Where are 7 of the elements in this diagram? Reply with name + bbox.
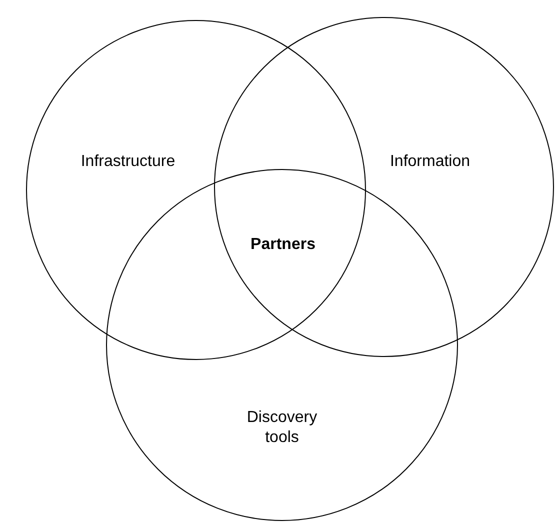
- set-label: Infrastructure: [80, 152, 176, 172]
- venn-circle: [214, 17, 554, 357]
- overlap-label: Partners: [250, 235, 316, 255]
- set-label: Discovery tools: [246, 408, 318, 448]
- set-label: Information: [388, 152, 472, 172]
- venn-circle: [106, 169, 458, 521]
- venn-circle: [26, 20, 366, 360]
